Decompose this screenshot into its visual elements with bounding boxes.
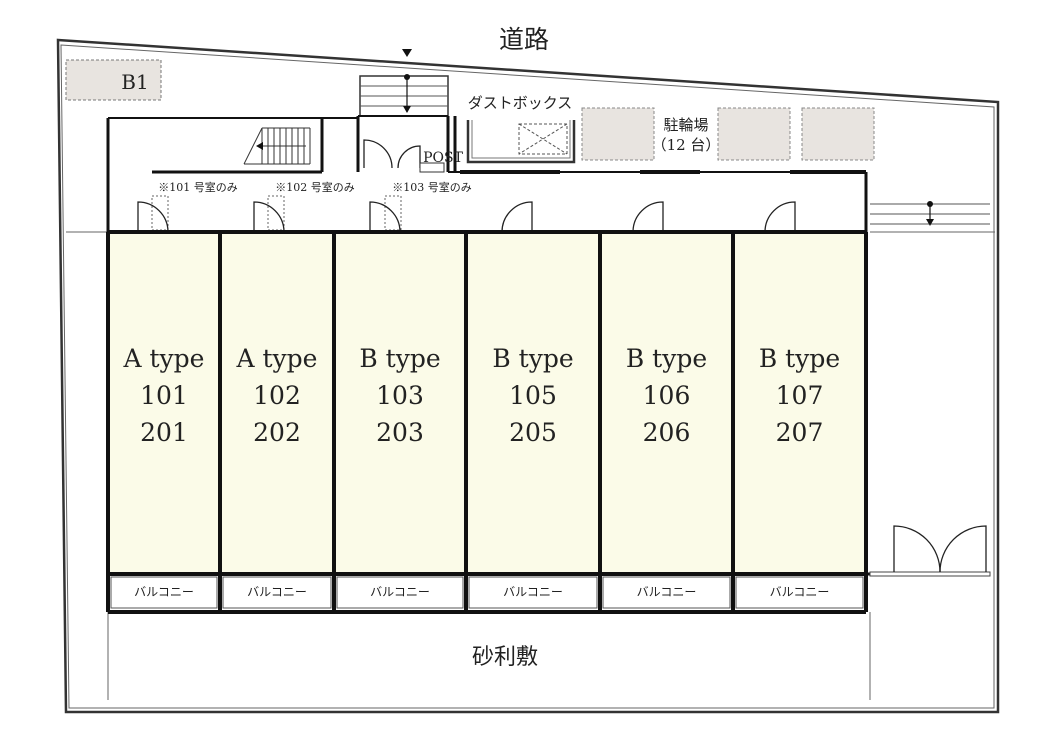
door-note-101: ※101 号室のみ bbox=[158, 180, 238, 194]
unit-type-label: A type bbox=[123, 344, 205, 373]
site-boundary bbox=[56, 38, 1000, 714]
dust-box-cross bbox=[518, 123, 568, 155]
unit-number-upper: 203 bbox=[376, 418, 424, 447]
unit-number-lower: 105 bbox=[509, 381, 557, 410]
parking-space-b1 bbox=[65, 59, 162, 101]
bicycle-parking-label: 駐輪場 bbox=[663, 116, 708, 134]
unit-type-label: B type bbox=[759, 344, 840, 373]
dust-box-label: ダストボックス bbox=[468, 94, 573, 112]
unit-door-icon bbox=[137, 201, 169, 233]
unit-number-upper: 206 bbox=[643, 418, 691, 447]
balcony bbox=[336, 576, 464, 609]
balcony-label: バルコニー bbox=[770, 585, 830, 599]
balcony-label: バルコニー bbox=[503, 585, 563, 599]
unit-type-label: B type bbox=[626, 344, 707, 373]
unit-type-label: B type bbox=[359, 344, 440, 373]
unit-number-lower: 107 bbox=[776, 381, 824, 410]
balcony bbox=[468, 576, 598, 609]
unit-number-lower: 103 bbox=[376, 381, 424, 410]
unit-door-icon bbox=[501, 201, 533, 233]
balcony bbox=[110, 576, 218, 609]
door-note-102: ※102 号室のみ bbox=[275, 180, 355, 194]
door-note-box bbox=[151, 195, 169, 231]
side-gate-arrow-icon bbox=[926, 219, 934, 226]
unit-number-upper: 207 bbox=[776, 418, 824, 447]
bicycle-space bbox=[581, 107, 655, 161]
unit-103 bbox=[336, 234, 464, 572]
balcony-label: バルコニー bbox=[637, 585, 697, 599]
unit-number-upper: 205 bbox=[509, 418, 557, 447]
door-note-103: ※103 号室のみ bbox=[392, 180, 472, 194]
unit-number-lower: 102 bbox=[253, 381, 301, 410]
bicycle-parking-count: （12 台） bbox=[652, 136, 721, 154]
unit-number-lower: 106 bbox=[643, 381, 691, 410]
unit-101 bbox=[110, 234, 218, 572]
unit-107 bbox=[735, 234, 864, 572]
unit-105 bbox=[468, 234, 598, 572]
staircase bbox=[244, 126, 312, 164]
dust-box-cross bbox=[518, 123, 568, 155]
unit-number-lower: 101 bbox=[140, 381, 188, 410]
dust-box-enclosure bbox=[466, 120, 576, 164]
dust-box-enclosure bbox=[471, 120, 571, 159]
unit-door-icon bbox=[253, 201, 285, 233]
bicycle-space bbox=[801, 107, 875, 161]
entrance-path-arrow-icon bbox=[403, 106, 411, 113]
bicycle-space bbox=[717, 107, 791, 161]
dust-box bbox=[518, 123, 568, 155]
balcony bbox=[735, 576, 864, 609]
gate-frame bbox=[869, 571, 991, 577]
parking-label: B1 bbox=[121, 70, 148, 94]
stair-arrow-icon bbox=[256, 142, 263, 150]
units-layer: A type 101 201 バルコニー A type 102 202 バルコニー B type… bbox=[106, 230, 894, 614]
gravel-label: 砂利敷 bbox=[472, 645, 538, 670]
unit-106 bbox=[602, 234, 731, 572]
entrance-door-icon bbox=[363, 139, 393, 169]
post-box bbox=[419, 162, 445, 173]
road-label: 道路 bbox=[499, 25, 549, 54]
unit-type-label: A type bbox=[236, 344, 318, 373]
unit-door-icon bbox=[369, 201, 401, 233]
unit-type-label: B type bbox=[492, 344, 573, 373]
unit-number-upper: 201 bbox=[140, 418, 188, 447]
balcony bbox=[602, 576, 731, 609]
unit-door-icon bbox=[764, 201, 796, 233]
unit-102 bbox=[222, 234, 332, 572]
site-boundary-inner bbox=[60, 44, 995, 709]
unit-door-icon bbox=[632, 201, 664, 233]
post-label: POST bbox=[423, 150, 463, 166]
gate-door-icon bbox=[939, 525, 987, 573]
side-gate-dot bbox=[927, 201, 933, 207]
staircase-treads bbox=[243, 127, 311, 165]
unit-number-upper: 202 bbox=[253, 418, 301, 447]
balcony-label: バルコニー bbox=[370, 585, 430, 599]
balcony-label: バルコニー bbox=[134, 585, 194, 599]
gate-door-icon bbox=[893, 525, 941, 573]
entrance-path-dot bbox=[404, 74, 410, 80]
entrance-door-icon bbox=[397, 145, 421, 169]
entrance-arrow-icon bbox=[402, 49, 412, 57]
balcony-label: バルコニー bbox=[247, 585, 307, 599]
balcony bbox=[222, 576, 332, 609]
door-note-box bbox=[267, 195, 285, 231]
